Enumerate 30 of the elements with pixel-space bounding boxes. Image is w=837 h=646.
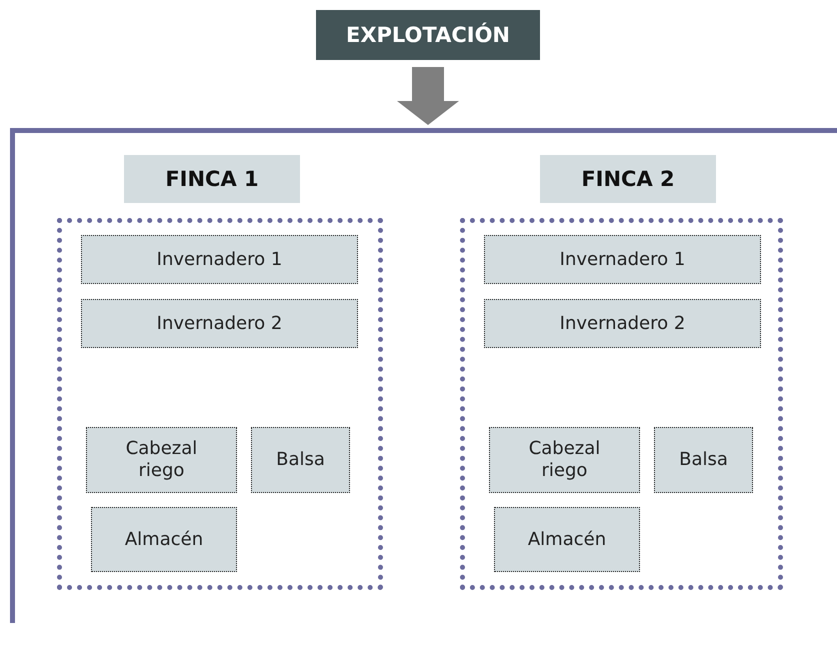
- area-label: Almacén: [528, 528, 606, 550]
- area-box: [81, 299, 358, 348]
- area-label: Almacén: [124, 528, 204, 550]
- area-box: [251, 427, 350, 493]
- area-box: [91, 507, 237, 572]
- heading-text: FINCA 1: [165, 167, 259, 191]
- area-box: [489, 427, 640, 493]
- area-label: Invernadero 1: [560, 248, 686, 270]
- area-box: [654, 427, 753, 493]
- area-box: [484, 299, 761, 348]
- area-label: Invernadero 2: [156, 312, 282, 334]
- area-box: [494, 507, 640, 572]
- area-label: Balsa: [679, 449, 728, 471]
- heading-box: [540, 155, 716, 203]
- title-box: [316, 10, 540, 60]
- bracket-frame: [10, 128, 837, 623]
- dotted-container: [57, 218, 383, 590]
- area-label: Cabezal riego: [528, 438, 602, 482]
- area-label: Cabezal riego: [124, 438, 198, 482]
- heading-box: [124, 155, 300, 203]
- title-text: EXPLOTACIÓN: [346, 23, 510, 47]
- heading-text: FINCA 2: [581, 167, 675, 191]
- area-box: [81, 235, 358, 284]
- dotted-container: [460, 218, 783, 590]
- area-label: Invernadero 1: [156, 248, 282, 270]
- area-label: Balsa: [276, 449, 325, 471]
- area-box: [484, 235, 761, 284]
- area-box: [86, 427, 237, 493]
- area-label: Invernadero 2: [560, 312, 686, 334]
- block-arrow: [397, 67, 459, 125]
